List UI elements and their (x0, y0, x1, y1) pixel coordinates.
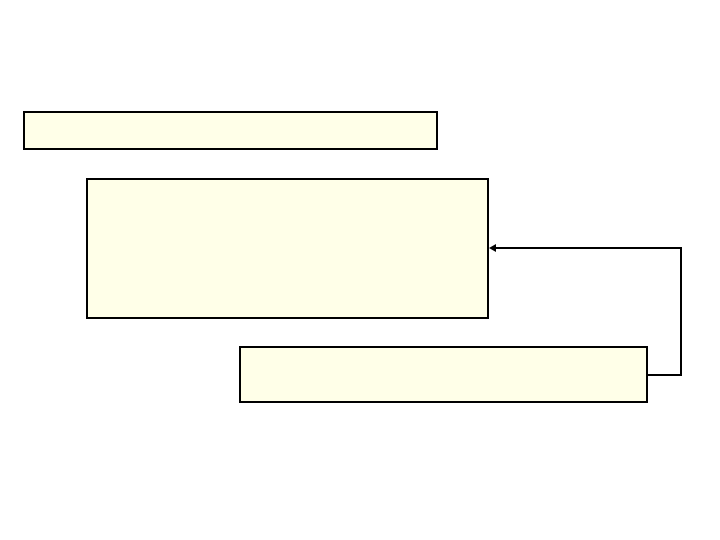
arrowhead-icon (489, 244, 496, 252)
diagram-box-bottom (239, 346, 648, 403)
diagram-box-middle (86, 178, 489, 319)
diagram-box-top (23, 111, 438, 150)
